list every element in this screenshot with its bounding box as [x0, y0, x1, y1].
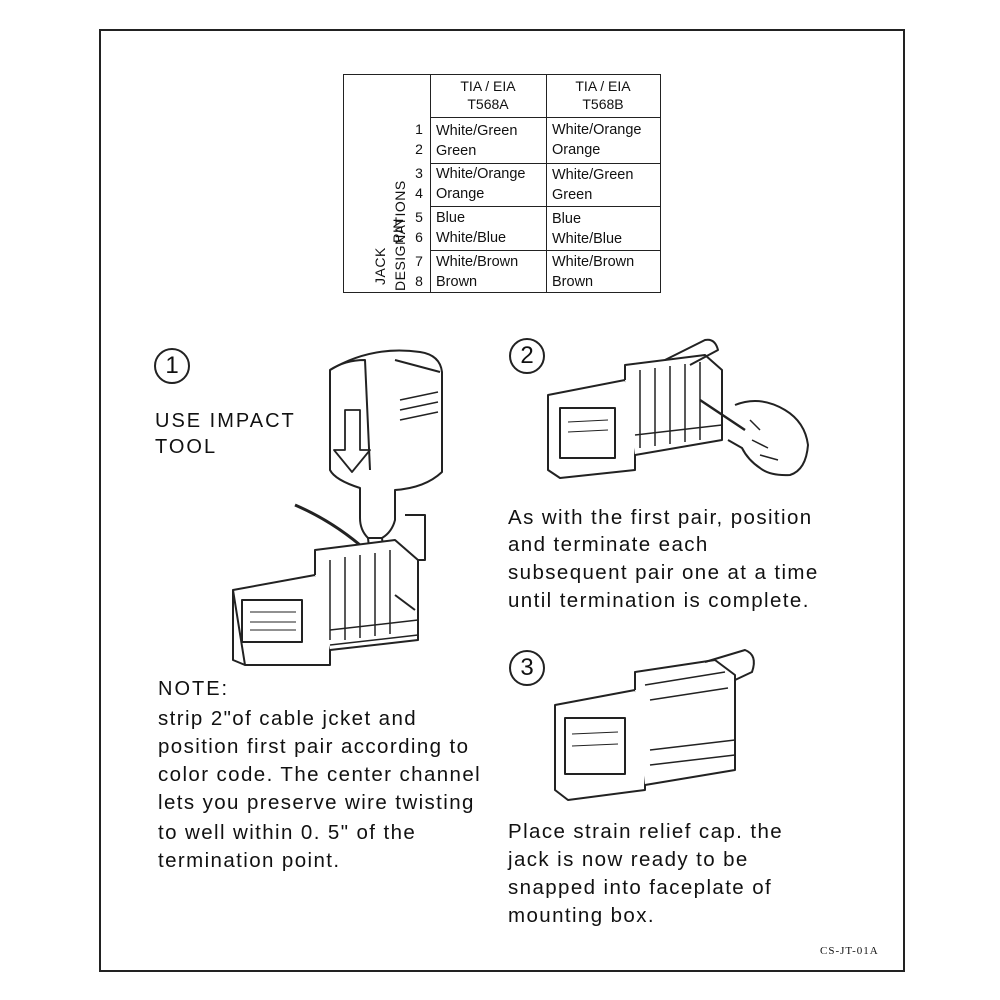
note-line: to well within 0. 5" of the [158, 821, 417, 844]
t568a-pin5: Blue [436, 210, 466, 226]
header-t568b: T568B [582, 96, 624, 112]
pin-number: 5 [415, 209, 423, 225]
t568b-pin6: White/Blue [552, 231, 623, 247]
pin-number: 4 [415, 185, 423, 201]
step-3-line: snapped into faceplate of [508, 876, 773, 899]
t568a-pin2: Green [436, 143, 477, 159]
t568a-pin4: Orange [436, 186, 485, 202]
t568a-pin3: White/Orange [436, 166, 526, 182]
header-t568b-org: TIA / EIA [575, 78, 631, 94]
pin-number: 1 [415, 121, 423, 137]
t568a-pin1: White/Green [436, 123, 518, 139]
pin-number: 3 [415, 165, 423, 181]
instruction-sheet-border [99, 29, 905, 972]
header-t568a-org: TIA / EIA [460, 78, 516, 94]
pin-number: 2 [415, 141, 423, 157]
step-3-line: jack is now ready to be [508, 848, 749, 871]
note-line: lets you preserve wire twisting [158, 791, 475, 814]
document-code: CS-JT-01A [820, 945, 879, 957]
step-1-label: USE IMPACT [155, 410, 296, 432]
note-heading: NOTE: [158, 678, 230, 700]
pin-number: 7 [415, 253, 423, 269]
step-2-line: subsequent pair one at a time [508, 561, 819, 584]
step-3-line: Place strain relief cap. the [508, 820, 784, 843]
header-t568a: T568A [467, 96, 509, 112]
step-1-number: 1 [154, 348, 190, 384]
t568b-pin2: Orange [552, 142, 601, 158]
t568a-pin6: White/Blue [436, 230, 507, 246]
step-2-number: 2 [509, 338, 545, 374]
step-2-line: and terminate each [508, 533, 709, 556]
step-2-line: until termination is complete. [508, 589, 810, 612]
pin-number: 8 [415, 273, 423, 289]
step-1-label: TOOL [155, 436, 218, 458]
t568b-pin7: White/Brown [552, 254, 635, 270]
note-line: strip 2"of cable jcket and [158, 707, 418, 730]
note-line: position first pair according to [158, 735, 470, 758]
t568a-pin7: White/Brown [436, 254, 519, 270]
note-line: color code. The center channel [158, 763, 482, 786]
t568b-pin8: Brown [552, 274, 594, 290]
note-line: termination point. [158, 849, 341, 872]
t568b-pin4: Green [552, 187, 593, 203]
t568a-pin8: Brown [436, 274, 478, 290]
t568b-pin3: White/Green [552, 167, 634, 183]
step-2-line: As with the first pair, position [508, 506, 813, 529]
t568b-pin5: Blue [552, 211, 582, 227]
step-3-line: mounting box. [508, 904, 655, 927]
pin-number: 6 [415, 229, 423, 245]
wiring-color-table: JACK PIN DESIGNATIONS TIA / EIA T568A TI… [343, 74, 661, 293]
step-3-number: 3 [509, 650, 545, 686]
t568b-pin1: White/Orange [552, 122, 642, 138]
